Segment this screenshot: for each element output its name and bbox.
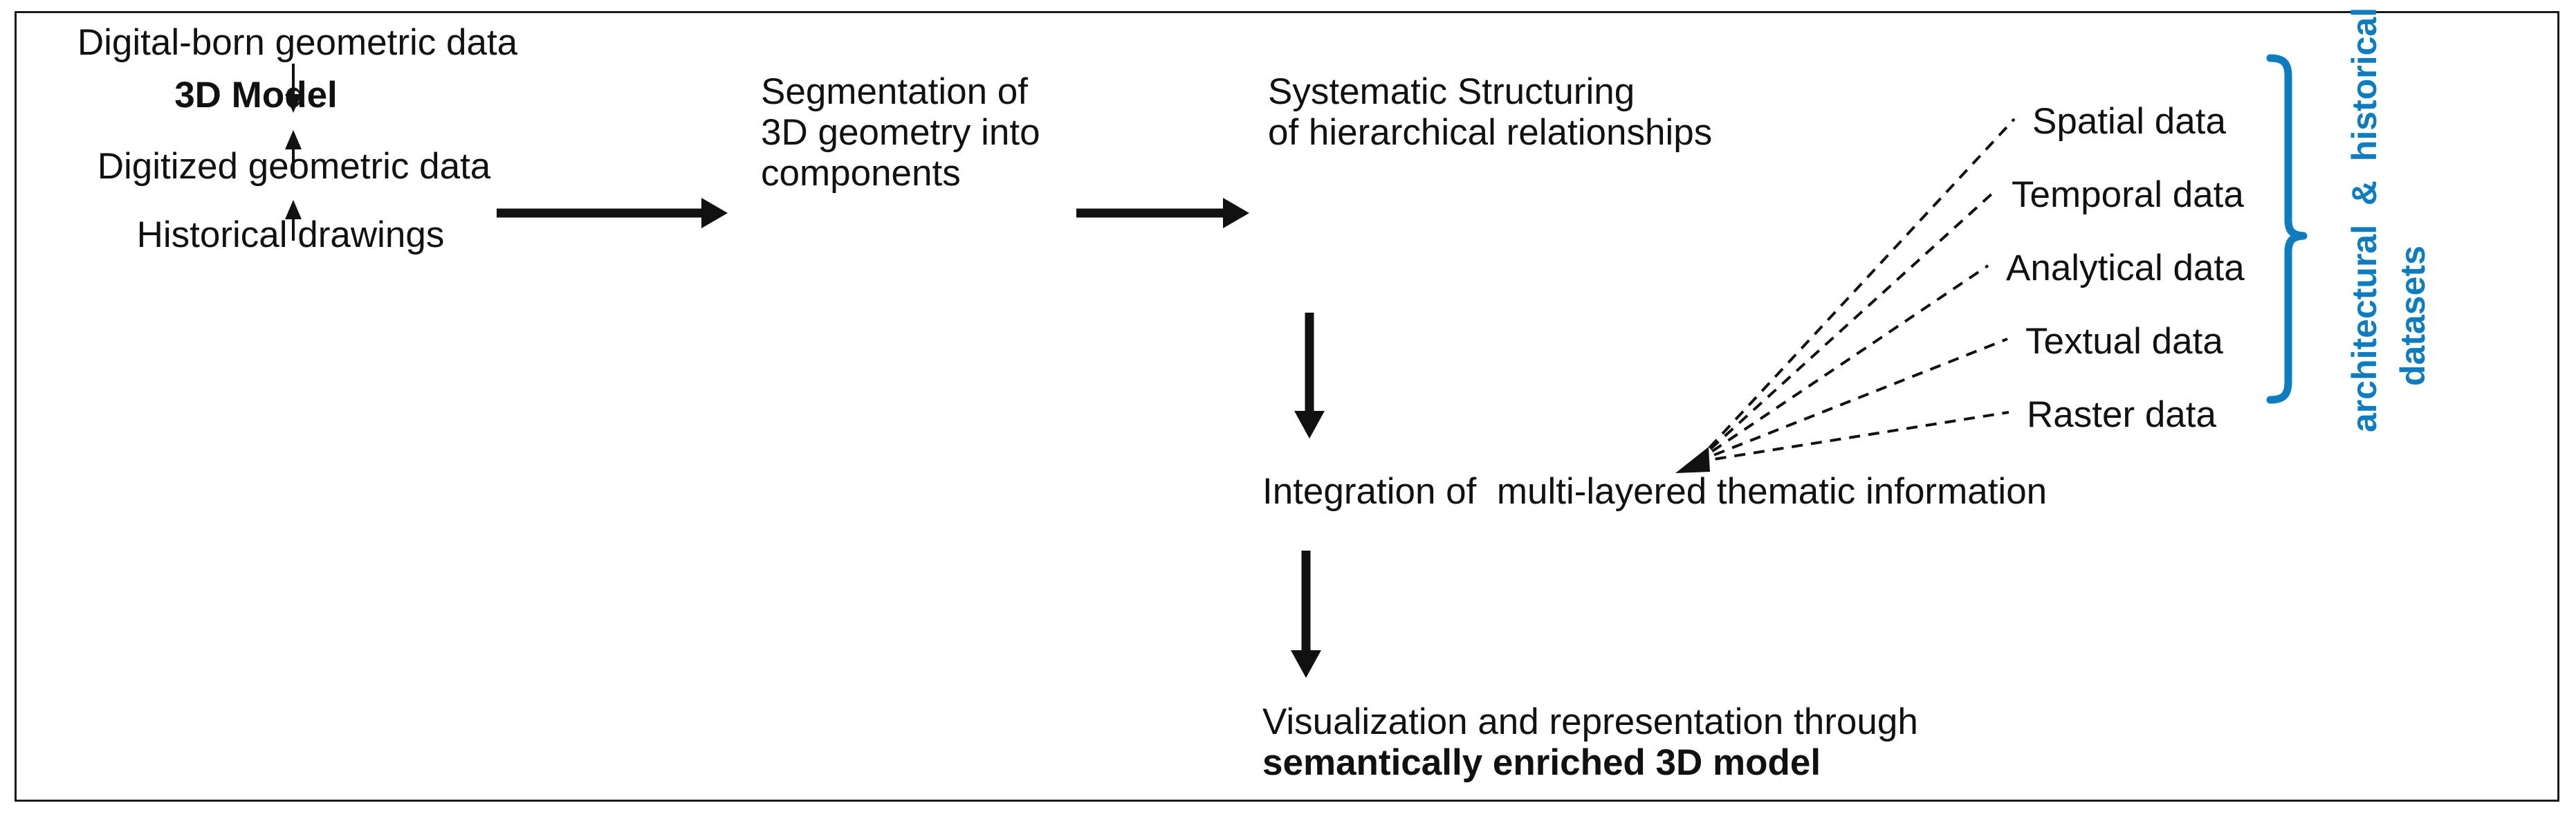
- label-structuring-line-1: Systematic Structuring: [1268, 71, 1635, 112]
- bracket-label-line-2: datasets: [2393, 246, 2432, 386]
- label-structuring-line-2: of hierarchical relationships: [1268, 112, 1713, 153]
- label-3d-model: 3D Model: [174, 75, 338, 116]
- bracket-label-line-1: architectural & historical: [2345, 7, 2384, 432]
- dataset-item-spatial-data: Spatial data: [2032, 101, 2226, 142]
- label-segmentation-line-2: 3D geometry into: [761, 112, 1040, 153]
- label-integration: Integration of multi-layered thematic in…: [1262, 471, 2048, 512]
- label-digital-born-geometric-data: Digital-born geometric data: [77, 22, 518, 63]
- diagram-frame-border: [15, 11, 2559, 802]
- label-digitized-geometric-data: Digitized geometric data: [97, 146, 491, 187]
- label-segmentation-line-1: Segmentation of: [761, 71, 1028, 112]
- label-visualization-line-2: semantically enriched 3D model: [1262, 742, 1821, 783]
- label-historical-drawings: Historical drawings: [136, 214, 445, 255]
- dataset-item-raster-data: Raster data: [2027, 394, 2216, 435]
- label-visualization-line-1: Visualization and representation through: [1262, 701, 1918, 742]
- dataset-item-temporal-data: Temporal data: [2012, 174, 2244, 215]
- label-segmentation-line-3: components: [761, 153, 961, 194]
- dataset-item-analytical-data: Analytical data: [2006, 248, 2245, 288]
- dataset-item-textual-data: Textual data: [2025, 321, 2223, 362]
